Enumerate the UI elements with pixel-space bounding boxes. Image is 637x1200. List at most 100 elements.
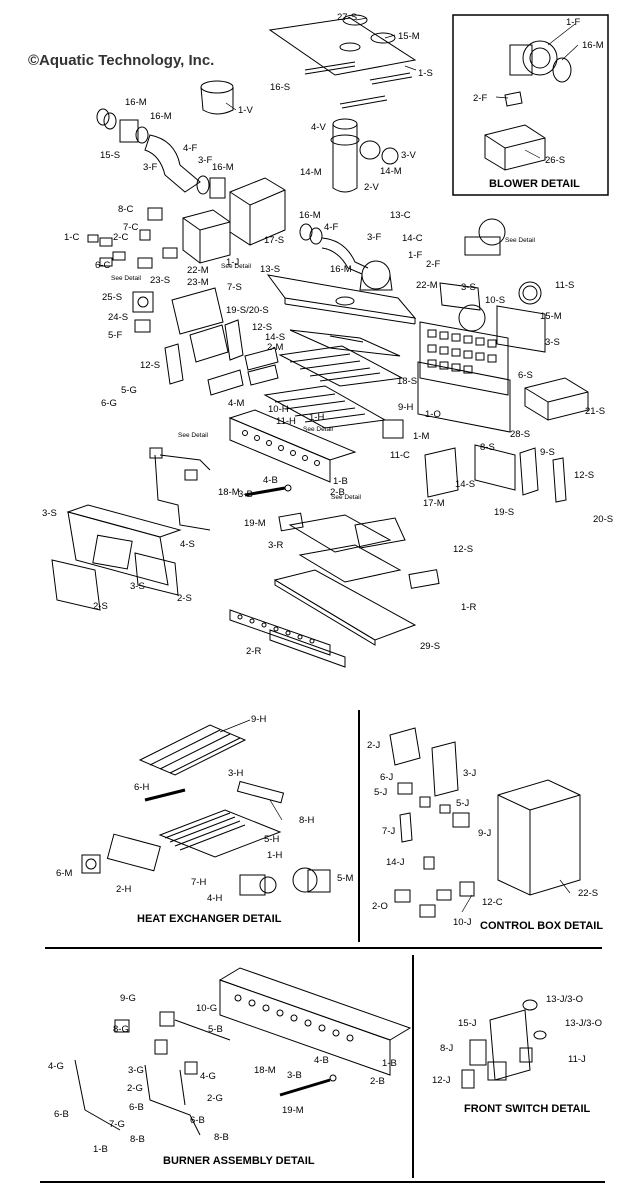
part-label-main-73: 19-M	[244, 518, 266, 529]
part-label-heat_exchanger-0: 9-H	[251, 714, 266, 725]
part-label-main-63: 1-M	[413, 431, 429, 442]
see-detail-note-0: See Detail	[505, 237, 536, 244]
part-label-heat_exchanger-6: 6-M	[56, 868, 72, 879]
part-label-main-24: 24-S	[108, 312, 128, 323]
part-label-main-4: 1-V	[238, 105, 253, 116]
part-label-main-43: 11-S	[555, 280, 574, 291]
part-label-burner-19: 1-B	[93, 1144, 108, 1155]
part-label-burner-6: 2-G	[127, 1083, 143, 1094]
part-label-main-33: 3-F	[367, 232, 381, 243]
part-label-main-1: 15-M	[398, 31, 420, 42]
flue-pipe-4-f	[96, 108, 226, 199]
part-label-main-84: 2-S	[177, 593, 192, 604]
glass-panel-18-s	[289, 329, 401, 357]
pipe-3-b	[244, 484, 292, 497]
part-label-main-22: 23-S	[150, 275, 170, 286]
part-label-burner-16: 6-B	[54, 1109, 69, 1120]
top-cover-1-s	[268, 14, 417, 76]
part-label-control_box-9: 10-J	[453, 917, 472, 928]
part-label-main-52: 6-S	[518, 370, 533, 381]
part-label-main-53: 5-G	[121, 385, 137, 396]
part-label-main-56: 10-H	[268, 404, 289, 415]
see-detail-note-2: See Detail	[221, 263, 252, 270]
part-label-control_box-10: 12-C	[482, 897, 503, 908]
part-label-main-40: 22-M	[416, 280, 438, 291]
part-label-burner-10: 18-M	[254, 1065, 276, 1076]
part-label-main-7: 15-S	[100, 150, 120, 161]
part-label-main-69: 1-B	[333, 476, 348, 487]
part-label-main-42: 10-S	[485, 295, 505, 306]
part-label-burner-21: 8-B	[214, 1132, 229, 1143]
see-detail-note-5: See Detail	[331, 494, 362, 501]
side-panel-28-s	[417, 361, 511, 433]
part-label-control_box-2: 6-J	[380, 772, 393, 783]
part-label-blower-3: 26-S	[545, 155, 565, 166]
part-label-blower-0: 1-F	[566, 17, 580, 28]
see-detail-note-1: See Detail	[111, 275, 142, 282]
part-label-main-25: 5-F	[108, 330, 122, 341]
part-label-control_box-6: 9-J	[478, 828, 491, 839]
part-label-burner-12: 3-B	[287, 1070, 302, 1081]
part-label-main-35: 14-C	[402, 233, 423, 244]
bottom-pan-29-s	[273, 569, 417, 646]
part-label-control_box-0: 2-J	[367, 740, 380, 751]
part-label-main-29: 1-J	[226, 257, 239, 268]
leader-lines	[219, 17, 579, 913]
part-label-main-57: 9-H	[398, 402, 413, 413]
part-label-main-67: 12-S	[574, 470, 594, 481]
part-label-control_box-11: 22-S	[578, 888, 598, 899]
part-label-main-81: 12-S	[453, 544, 473, 555]
part-label-main-10: 3-F	[198, 155, 212, 166]
part-label-control_box-7: 14-J	[386, 857, 405, 868]
part-label-front_switch-3: 8-J	[440, 1043, 453, 1054]
part-label-main-12: 4-V	[311, 122, 326, 133]
part-label-main-50: 2-M	[267, 342, 283, 353]
panel-3-s-right	[439, 281, 546, 353]
cabinet-21-s	[524, 377, 589, 421]
part-label-control_box-8: 2-O	[372, 901, 388, 912]
part-label-main-51: 18-S	[397, 376, 417, 387]
part-label-heat_exchanger-5: 1-H	[267, 850, 282, 861]
part-label-main-85: 1-R	[461, 602, 476, 613]
part-label-main-80: 3-R	[268, 540, 283, 551]
part-label-main-44: 15-M	[540, 311, 562, 322]
part-label-main-77: 20-S	[593, 514, 613, 525]
part-label-main-31: 16-M	[299, 210, 321, 221]
part-label-heat_exchanger-10: 5-M	[337, 873, 353, 884]
part-label-front_switch-4: 11-J	[568, 1054, 586, 1065]
burner-assembly-detail-parts	[74, 967, 412, 1136]
part-label-main-38: 2-F	[426, 259, 440, 270]
part-label-control_box-1: 3-J	[463, 768, 476, 779]
part-label-main-28: 7-S	[227, 282, 242, 293]
part-label-main-75: 17-M	[423, 498, 445, 509]
part-label-burner-7: 4-G	[200, 1071, 216, 1082]
copyright-notice: ©Aquatic Technology, Inc.	[28, 52, 215, 69]
part-label-burner-20: 8-B	[130, 1134, 145, 1145]
control-box-detail-title: CONTROL BOX DETAIL	[480, 920, 604, 932]
part-label-main-54: 6-G	[101, 398, 117, 409]
part-label-main-8: 3-F	[143, 162, 157, 173]
vent-tee-2-v	[330, 118, 399, 193]
part-label-heat_exchanger-1: 6-H	[134, 782, 149, 793]
part-label-main-39: 13-S	[260, 264, 280, 275]
part-label-burner-8: 2-G	[207, 1093, 223, 1104]
part-label-control_box-5: 7-J	[382, 826, 395, 837]
part-label-burner-11: 4-B	[314, 1055, 329, 1066]
part-label-control_box-3: 5-J	[374, 787, 387, 798]
part-label-front_switch-2: 13-J/3-O	[565, 1018, 602, 1029]
part-label-main-34: 13-C	[390, 210, 411, 221]
part-label-burner-2: 8-G	[113, 1024, 129, 1035]
part-label-main-62: 28-S	[510, 429, 530, 440]
blower-detail-parts	[484, 40, 572, 171]
part-label-main-27: 23-M	[187, 277, 209, 288]
part-label-heat_exchanger-7: 2-H	[116, 884, 131, 895]
part-label-front_switch-1: 15-J	[458, 1018, 477, 1029]
front-panels-main	[207, 347, 279, 396]
part-label-main-87: 29-S	[420, 641, 440, 652]
blower-detail-title: BLOWER DETAIL	[489, 178, 580, 190]
side-panel-6-s	[419, 321, 509, 396]
part-label-main-41: 3-S	[461, 282, 476, 293]
part-label-burner-13: 2-B	[370, 1076, 385, 1087]
part-label-main-9: 4-F	[183, 143, 197, 154]
